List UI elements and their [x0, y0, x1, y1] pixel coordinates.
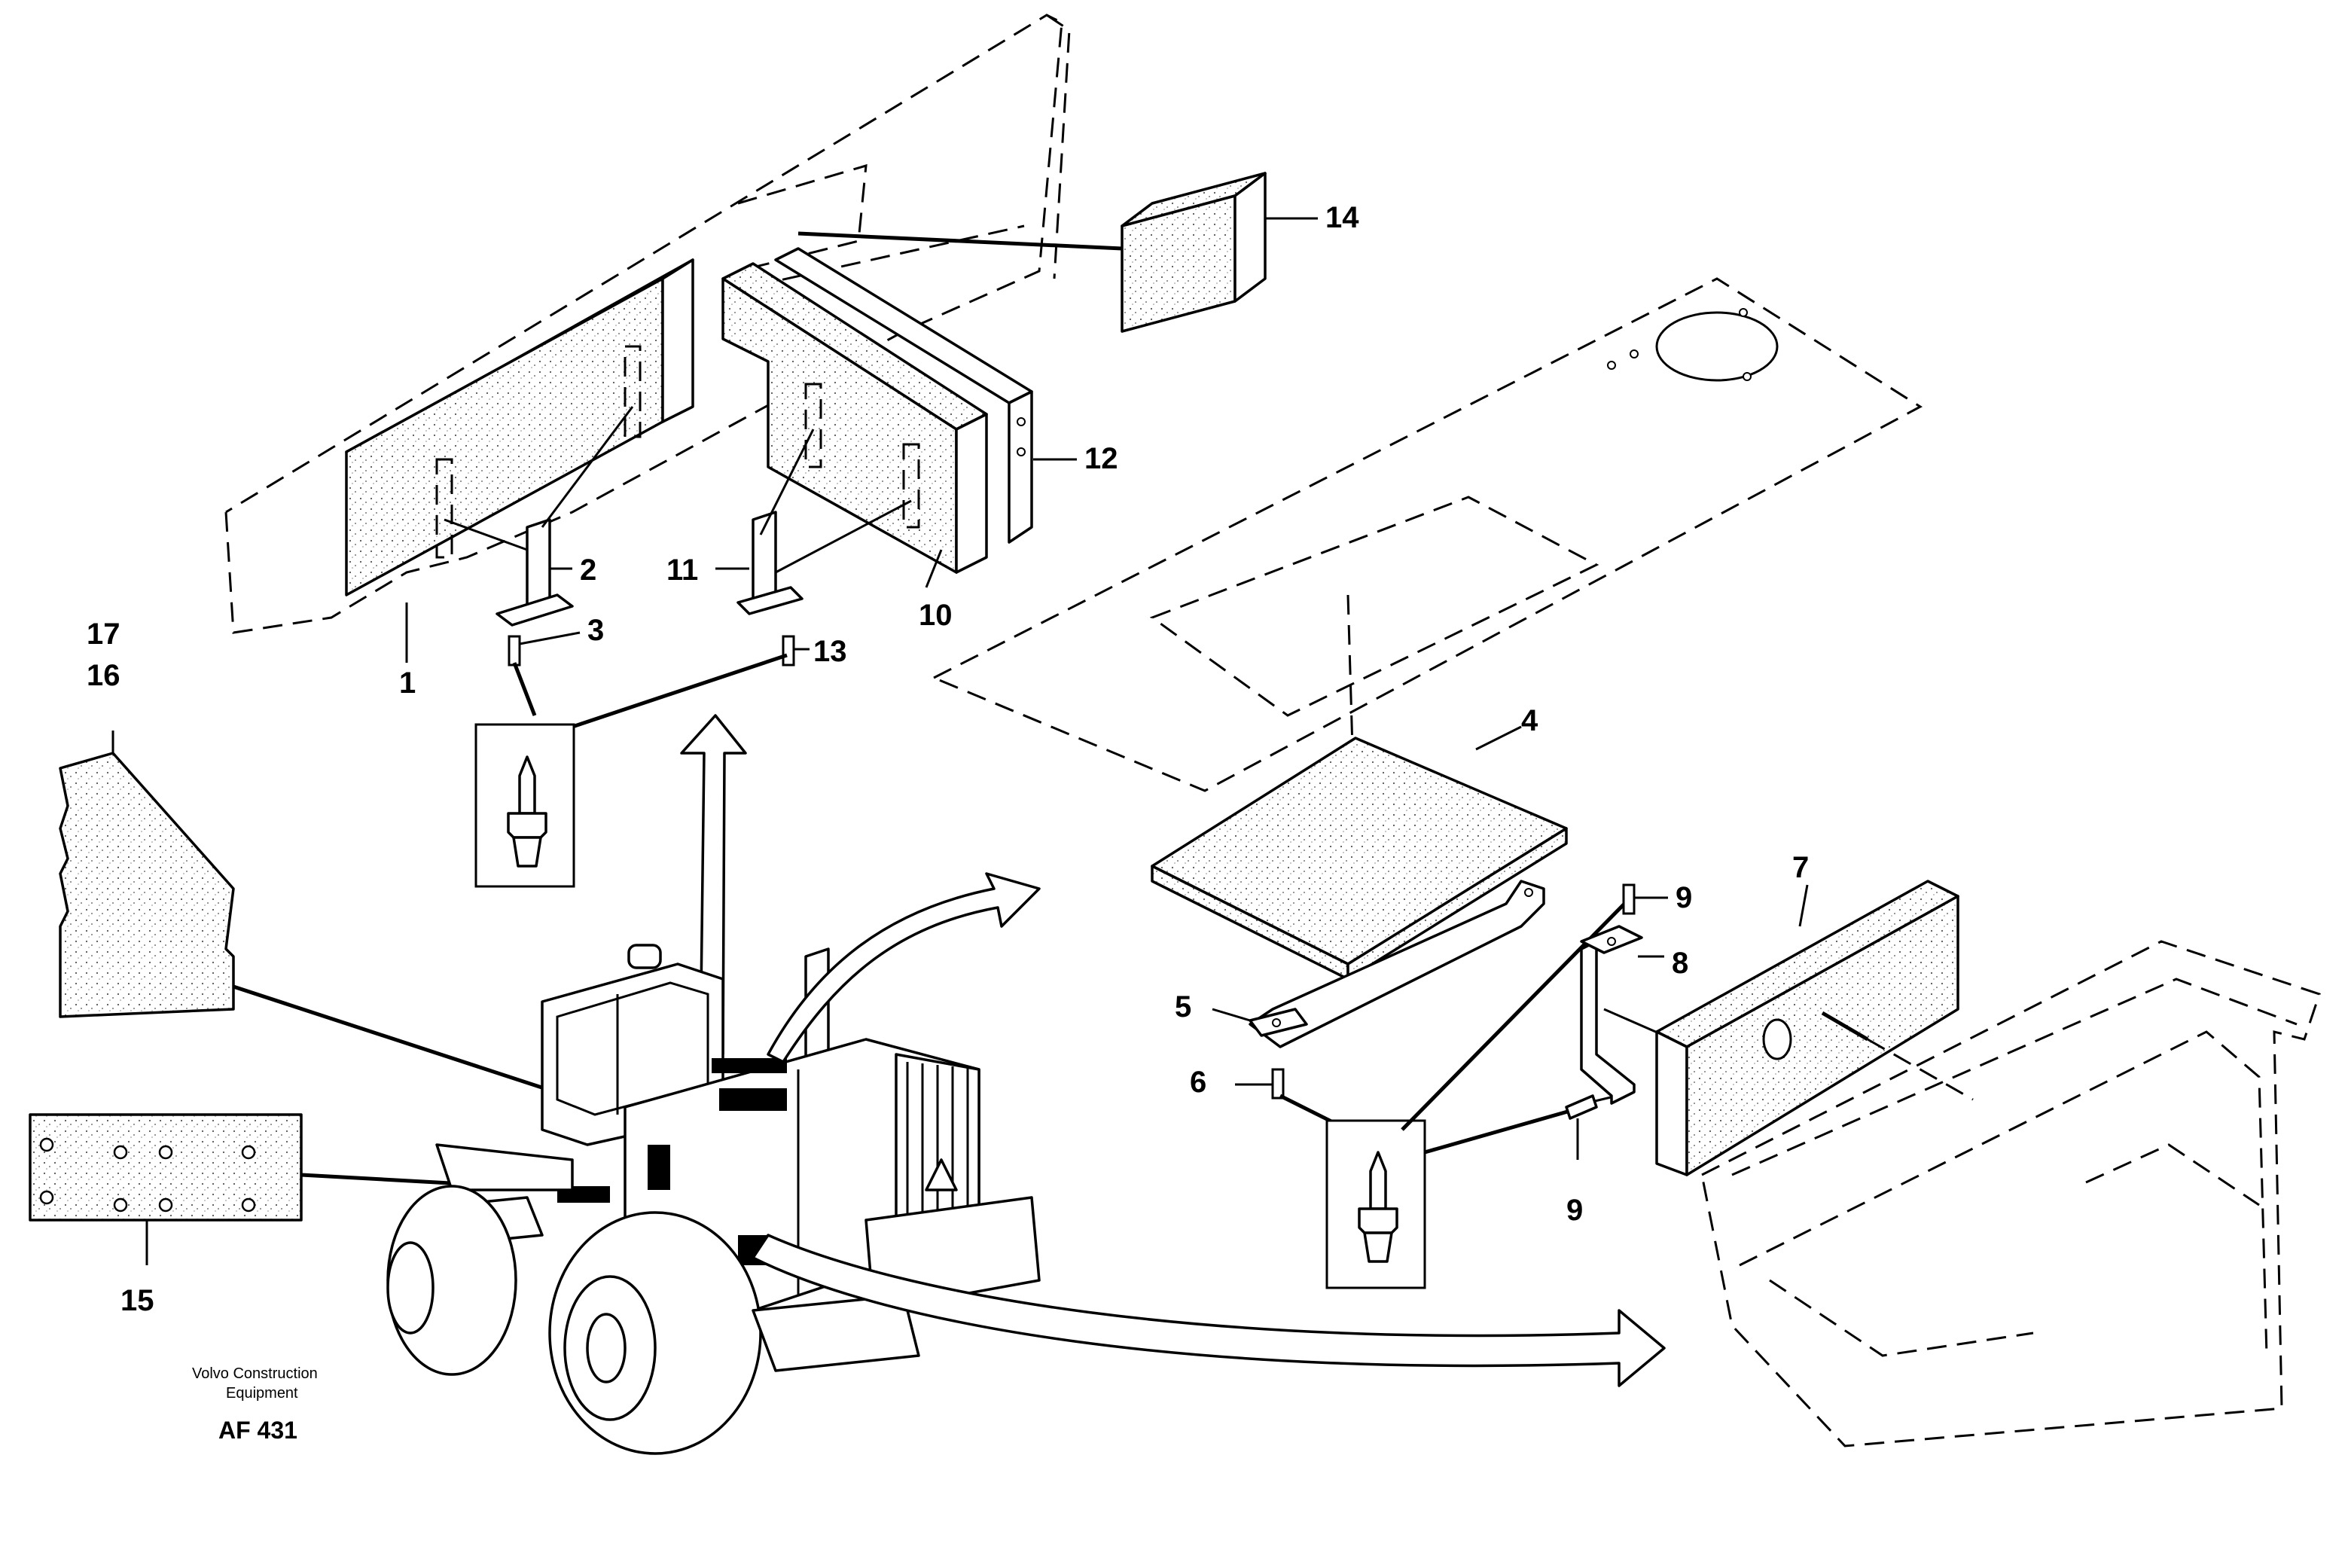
rivet-13 — [572, 635, 810, 729]
bracket-8 — [1580, 925, 1665, 1105]
long-arrow-to-engine-compartment — [752, 1234, 1666, 1387]
rivet-9-upper — [1622, 883, 1668, 915]
callout-1: 1 — [399, 667, 416, 700]
brand-line-1: Volvo Construction — [192, 1365, 318, 1382]
callout-11: 11 — [666, 554, 698, 587]
rivet-detail-box-lower — [1325, 898, 1630, 1289]
callout-17: 17 — [87, 618, 120, 651]
callout-9-upper: 9 — [1676, 881, 1692, 914]
callout-9-lower: 9 — [1566, 1194, 1583, 1227]
bracket-2 — [444, 406, 634, 627]
callout-15: 15 — [120, 1284, 154, 1317]
dashed-engine-compartment — [1700, 940, 2321, 1448]
callout-7: 7 — [1792, 851, 1809, 884]
callout-labels: 1 2 3 4 5 6 7 8 9 9 10 11 12 13 14 15 16… — [87, 201, 1809, 1317]
foam-panel-1 — [345, 258, 694, 663]
callout-3: 3 — [587, 614, 604, 647]
foam-block-14 — [797, 172, 1318, 333]
foam-panel-10 — [721, 262, 988, 588]
brand-line-2: Equipment — [226, 1385, 298, 1402]
foam-panel-7 — [1655, 880, 1974, 1176]
wheel-loader-illustration — [386, 944, 1041, 1455]
floor-mat-4 — [1151, 725, 1568, 981]
panel-12 — [774, 247, 1077, 544]
bracket-5 — [1212, 880, 1545, 1048]
bracket-11 — [715, 429, 912, 615]
callout-5: 5 — [1175, 990, 1191, 1023]
curved-arrow-to-floor — [767, 872, 1041, 1063]
callout-10: 10 — [919, 599, 953, 632]
rivet-3 — [508, 631, 581, 716]
dashed-floor-plate — [931, 277, 1923, 852]
figure-code: AF 431 — [218, 1417, 297, 1444]
callout-16: 16 — [87, 659, 120, 692]
callout-2: 2 — [580, 554, 596, 587]
callout-4: 4 — [1521, 704, 1538, 737]
callout-14: 14 — [1325, 201, 1359, 234]
figure-caption: Volvo Construction Equipment AF 431 — [192, 1365, 318, 1444]
callout-12: 12 — [1084, 442, 1118, 475]
rivet-9-lower — [1565, 1092, 1627, 1160]
callout-13: 13 — [813, 635, 847, 668]
callout-8: 8 — [1672, 947, 1688, 980]
callout-6: 6 — [1190, 1066, 1206, 1099]
upward-arrow — [680, 714, 747, 1055]
rivet-detail-box-upper — [474, 723, 575, 888]
